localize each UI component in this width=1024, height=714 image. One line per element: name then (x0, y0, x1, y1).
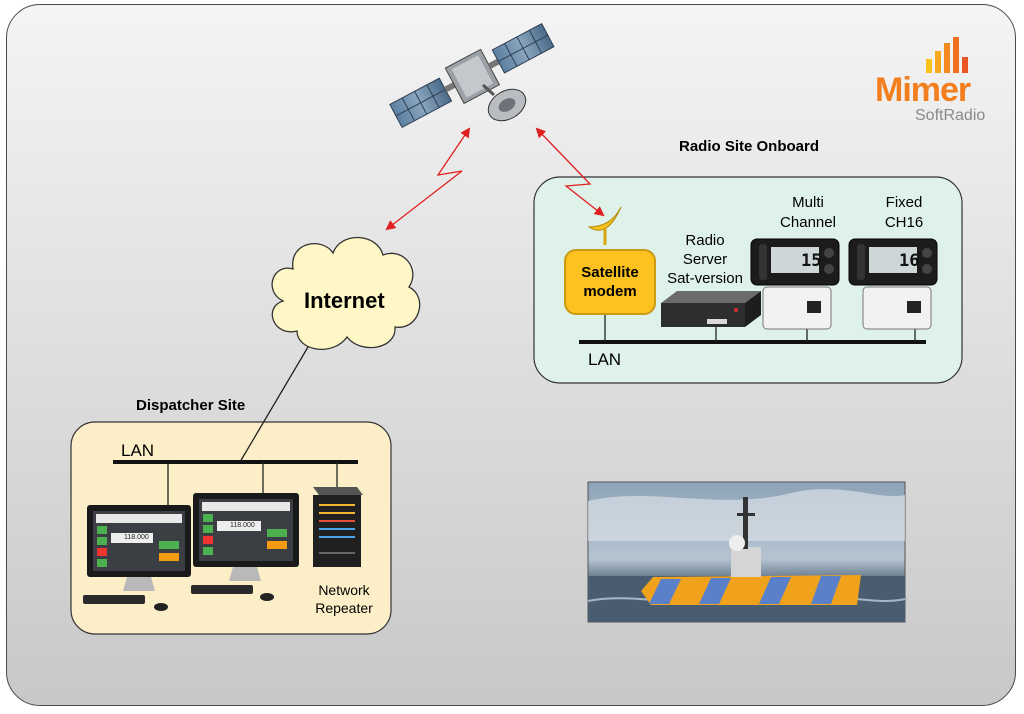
sat-modem-label-1: Satellite (581, 264, 639, 281)
internet-dispatcher-line (239, 346, 309, 463)
satellite-dish-icon (587, 206, 622, 245)
dispatcher-site-title: Dispatcher Site (136, 397, 246, 414)
satellite-internet-link (385, 127, 471, 231)
radio-2-display: 16 (899, 251, 920, 271)
screen-2-readout: 118.000 (230, 522, 255, 529)
internet-cloud (271, 236, 421, 350)
dispatcher-workstation-1 (83, 505, 191, 611)
diagram-frame: Radio Site Onboard Dispatcher Site Inter… (6, 4, 1016, 706)
onboard-lan-label: LAN (588, 350, 622, 369)
autonomous-vessel-photo (587, 481, 906, 623)
screen-1-readout: 118.000 (124, 534, 149, 541)
satellite-modem-box: Satellite modem (564, 249, 656, 315)
onboard-site-title: Radio Site Onboard (679, 138, 820, 155)
dispatcher-workstation-2 (191, 493, 299, 601)
multi-channel-radio-icon (750, 238, 840, 330)
onboard-site-region (533, 176, 963, 384)
logo-subtitle: SoftRadio (915, 107, 986, 124)
diagram-canvas (70, 23, 968, 635)
mimer-logo-icon (926, 37, 968, 73)
internet-label: Internet (304, 288, 385, 313)
radio-server-icon (661, 291, 761, 327)
dispatcher-lan-label: LAN (121, 441, 155, 460)
network-repeater-icon (313, 487, 363, 567)
satellite-onboard-link (535, 127, 605, 217)
sat-modem-label-2: modem (583, 283, 637, 300)
radio-1-display: 15 (801, 251, 822, 271)
logo-wordmark: Mimer (875, 71, 971, 109)
fixed-ch16-radio-icon (848, 238, 938, 330)
satellite-icon (389, 23, 555, 129)
